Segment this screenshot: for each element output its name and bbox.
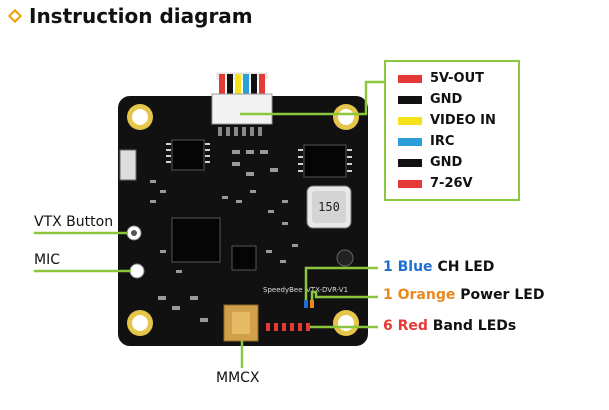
- legend-item: IRC: [386, 131, 518, 152]
- inductor: [306, 185, 352, 229]
- legend-item: 5V-OUT: [386, 68, 518, 89]
- blue-swatch-icon: [398, 137, 422, 146]
- legend-item: GND: [386, 152, 518, 173]
- vtx-button-label: VTX Button: [34, 214, 114, 230]
- black-swatch-icon: [398, 158, 422, 167]
- legend-item: 7-26V: [386, 173, 518, 194]
- board-brand: SpeedyBee: [263, 286, 303, 294]
- title-text: Instruction diagram: [29, 4, 253, 28]
- led-group: [266, 300, 314, 331]
- orange-led: [310, 300, 314, 308]
- orange-led-label: 1 Orange Power LED: [383, 287, 545, 303]
- leader-lines: [34, 80, 384, 368]
- capacitor: [336, 249, 354, 267]
- smd-parts: [150, 150, 298, 322]
- black-swatch-icon: [398, 95, 422, 104]
- inductor-text: 150: [318, 200, 340, 214]
- mic-component: [129, 263, 145, 279]
- red-swatch-icon: [398, 179, 422, 188]
- red-led-label: 6 Red Band LEDs: [383, 318, 517, 334]
- mmcx-label: MMCX: [216, 370, 260, 386]
- legend-item: GND: [386, 89, 518, 110]
- board-model: VTX-DVR-V1: [306, 286, 348, 294]
- red-swatch-icon: [398, 74, 422, 83]
- mic-label: MIC: [34, 252, 60, 268]
- connector-header: [211, 93, 273, 125]
- blue-led-label: 1 Blue CH LED: [383, 259, 495, 275]
- page-title: Instruction diagram: [6, 4, 253, 28]
- legend-item: VIDEO IN: [386, 110, 518, 131]
- connector-wires: [216, 72, 268, 94]
- chips: [166, 139, 352, 271]
- blue-led: [304, 300, 308, 308]
- yellow-swatch-icon: [398, 116, 422, 125]
- side-switch: [119, 149, 137, 181]
- wire-legend: 5V-OUT GND VIDEO IN IRC GND 7-26V: [384, 60, 520, 201]
